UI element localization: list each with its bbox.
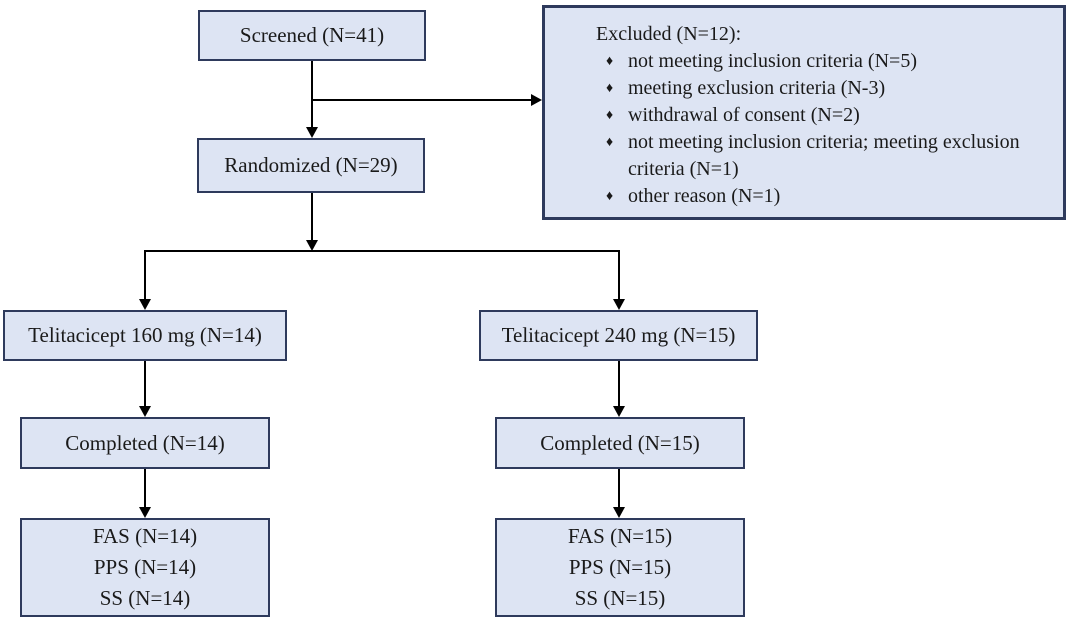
connector-arm160-completed [144,361,146,406]
completed-160mg-label: Completed (N=14) [65,430,225,455]
arm-160mg-box: Telitacicept 160 mg (N=14) [3,310,287,361]
excluded-reason-text: not meeting inclusion criteria; meeting … [628,131,1020,180]
diamond-bullet-icon: ♦ [606,108,614,123]
arrowhead-down-icon [613,507,625,518]
connector-randomized-branch [311,193,313,240]
screened-label: Screened (N=41) [239,23,385,48]
screened-box: Screened (N=41) [198,10,426,61]
arm-160mg-label: Telitacicept 160 mg (N=14) [28,323,262,348]
diamond-bullet-icon: ♦ [606,54,614,69]
analysis-sets-160mg-box: FAS (N=14) PPS (N=14) SS (N=14) [20,518,270,617]
excluded-reason-text: not meeting inclusion criteria (N=5) [628,50,917,72]
randomized-label: Randomized (N=29) [224,153,398,178]
arrowhead-down-icon [139,406,151,417]
pps-240-line: PPS (N=15) [568,555,672,579]
completed-240mg-box: Completed (N=15) [495,417,745,469]
connector-screened-excluded [312,99,531,101]
connector-screened-randomized [311,61,313,127]
connector-branch-arm240 [618,250,620,299]
arrowhead-down-icon [139,299,151,310]
fas-240-line: FAS (N=15) [567,524,673,548]
fas-160-line: FAS (N=14) [92,524,198,548]
ss-240-line: SS (N=15) [574,586,666,610]
arrowhead-right-icon [531,94,542,106]
randomized-box: Randomized (N=29) [197,138,425,193]
diamond-bullet-icon: ♦ [606,81,614,96]
pps-160-line: PPS (N=14) [93,555,197,579]
connector-arm240-completed [618,361,620,406]
excluded-reason-text: other reason (N=1) [628,185,781,207]
excluded-reason-item: ♦ not meeting inclusion criteria; meetin… [596,129,1049,183]
excluded-reason-item: ♦ withdrawal of consent (N=2) [596,102,1049,129]
connector-completed160-analysis [144,469,146,507]
completed-240mg-label: Completed (N=15) [540,430,700,455]
analysis-sets-240mg-box: FAS (N=15) PPS (N=15) SS (N=15) [495,518,745,617]
connector-branch-arm160 [144,250,146,299]
completed-160mg-box: Completed (N=14) [20,417,270,469]
arm-240mg-box: Telitacicept 240 mg (N=15) [479,310,758,361]
branch-horizontal-line [144,250,620,252]
arrowhead-down-icon [613,299,625,310]
arrowhead-down-icon [139,507,151,518]
excluded-reason-text: withdrawal of consent (N=2) [628,104,860,126]
excluded-reason-item: ♦ meeting exclusion criteria (N-3) [596,75,1049,102]
arrowhead-down-icon [306,127,318,138]
arrowhead-down-icon [613,406,625,417]
ss-160-line: SS (N=14) [99,586,191,610]
diamond-bullet-icon: ♦ [606,189,614,204]
arrowhead-down-icon [306,240,318,251]
excluded-reason-item: ♦ other reason (N=1) [596,183,1049,210]
excluded-reason-text: meeting exclusion criteria (N-3) [628,77,886,99]
excluded-reasons-list: ♦ not meeting inclusion criteria (N=5) ♦… [596,48,1049,210]
excluded-reason-item: ♦ not meeting inclusion criteria (N=5) [596,48,1049,75]
excluded-title: Excluded (N=12): [596,23,742,45]
connector-completed240-analysis [618,469,620,507]
arm-240mg-label: Telitacicept 240 mg (N=15) [501,323,736,348]
excluded-box: Excluded (N=12): ♦ not meeting inclusion… [542,5,1066,220]
diamond-bullet-icon: ♦ [606,135,614,150]
